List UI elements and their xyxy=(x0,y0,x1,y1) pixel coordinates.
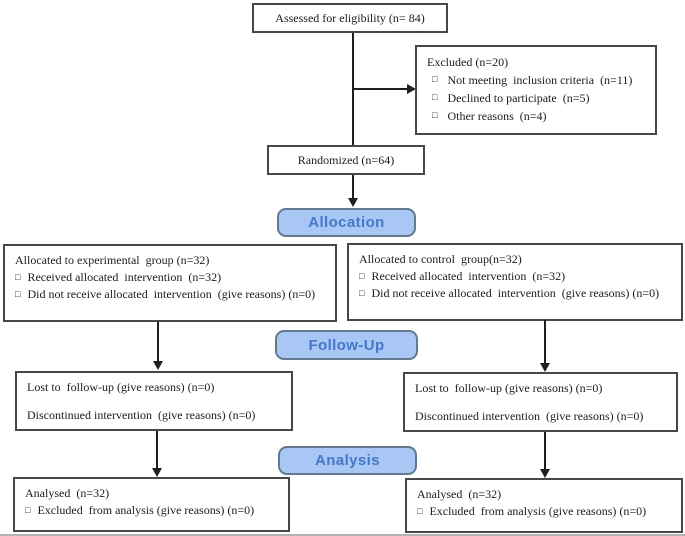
square-bullet-icon: □ xyxy=(417,506,423,516)
excluded-item-label: Declined to participate (n=5) xyxy=(447,91,590,105)
followup-discontinued-label: Discontinued intervention (give reasons)… xyxy=(27,408,256,422)
experimental-group-title: Allocated to experimental group (n=32) xyxy=(15,253,210,267)
control-group-item-label: Received allocated intervention (n=32) xyxy=(371,269,566,283)
control-group-title: Allocated to control group(n=32) xyxy=(359,252,522,266)
square-bullet-icon: □ xyxy=(25,505,31,515)
arrow-randomized-to-allocation xyxy=(352,175,354,199)
excluded-item: □ Other reasons (n=4) xyxy=(427,107,645,125)
followup-banner-label: Follow-Up xyxy=(308,336,385,354)
followup-lost-label: Lost to follow-up (give reasons) (n=0) xyxy=(27,380,215,394)
experimental-group-item: □ Did not receive allocated intervention… xyxy=(15,286,325,303)
allocation-banner: Allocation xyxy=(277,208,416,237)
excluded-item: □ Not meeting inclusion criteria (n=11) xyxy=(427,71,645,89)
assessed-eligibility-label: Assessed for eligibility (n= 84) xyxy=(275,10,425,25)
square-bullet-icon: □ xyxy=(15,289,21,299)
followup-control-box: Lost to follow-up (give reasons) (n=0) D… xyxy=(403,372,678,432)
analysis-item-label: Excluded from analysis (give reasons) (n… xyxy=(429,504,647,518)
experimental-group-item: □ Received allocated intervention (n=32) xyxy=(15,269,325,286)
analysis-banner-label: Analysis xyxy=(315,452,380,469)
randomized-label: Randomized (n=64) xyxy=(297,152,395,167)
analysis-item-label: Excluded from analysis (give reasons) (n… xyxy=(37,503,255,517)
arrow-to-excluded xyxy=(353,88,407,90)
control-group-item: □ Received allocated intervention (n=32) xyxy=(359,268,671,285)
square-bullet-icon: □ xyxy=(432,74,438,84)
followup-banner: Follow-Up xyxy=(275,330,418,360)
arrow-experimental-to-followup xyxy=(157,322,159,362)
experimental-group-box: Allocated to experimental group (n=32) □… xyxy=(3,244,337,322)
control-group-item-label: Did not receive allocated intervention (… xyxy=(371,286,660,300)
experimental-group-item-label: Received allocated intervention (n=32) xyxy=(27,270,222,284)
square-bullet-icon: □ xyxy=(15,272,21,282)
analysed-title: Analysed (n=32) xyxy=(25,486,110,500)
square-bullet-icon: □ xyxy=(359,271,365,281)
excluded-item-label: Not meeting inclusion criteria (n=11) xyxy=(447,73,633,87)
excluded-box: Excluded (n=20) □ Not meeting inclusion … xyxy=(415,45,657,135)
allocation-banner-label: Allocation xyxy=(308,214,385,231)
excluded-title: Excluded (n=20) xyxy=(427,55,509,69)
analysis-experimental-box: Analysed (n=32) □ Excluded from analysis… xyxy=(13,477,290,532)
figure-bottom-divider xyxy=(0,534,685,536)
control-group-box: Allocated to control group(n=32) □ Recei… xyxy=(347,243,683,321)
assessed-eligibility-box: Assessed for eligibility (n= 84) xyxy=(252,3,448,33)
analysed-title: Analysed (n=32) xyxy=(417,487,502,501)
analysis-banner: Analysis xyxy=(278,446,417,475)
analysis-control-box: Analysed (n=32) □ Excluded from analysis… xyxy=(405,478,683,533)
randomized-box: Randomized (n=64) xyxy=(267,145,425,175)
excluded-item: □ Declined to participate (n=5) xyxy=(427,89,645,107)
experimental-group-item-label: Did not receive allocated intervention (… xyxy=(27,287,316,301)
followup-experimental-box: Lost to follow-up (give reasons) (n=0) D… xyxy=(15,371,293,431)
followup-lost-label: Lost to follow-up (give reasons) (n=0) xyxy=(415,381,603,395)
arrow-control-to-followup xyxy=(544,320,546,364)
excluded-item-label: Other reasons (n=4) xyxy=(447,109,547,123)
analysis-item: □ Excluded from analysis (give reasons) … xyxy=(25,502,278,519)
square-bullet-icon: □ xyxy=(432,92,438,102)
square-bullet-icon: □ xyxy=(359,288,365,298)
arrow-followup-to-analysis-right xyxy=(544,432,546,470)
control-group-item: □ Did not receive allocated intervention… xyxy=(359,285,671,302)
square-bullet-icon: □ xyxy=(432,110,438,120)
analysis-item: □ Excluded from analysis (give reasons) … xyxy=(417,503,671,520)
followup-discontinued-label: Discontinued intervention (give reasons)… xyxy=(415,409,644,423)
arrow-followup-to-analysis-left xyxy=(156,431,158,469)
